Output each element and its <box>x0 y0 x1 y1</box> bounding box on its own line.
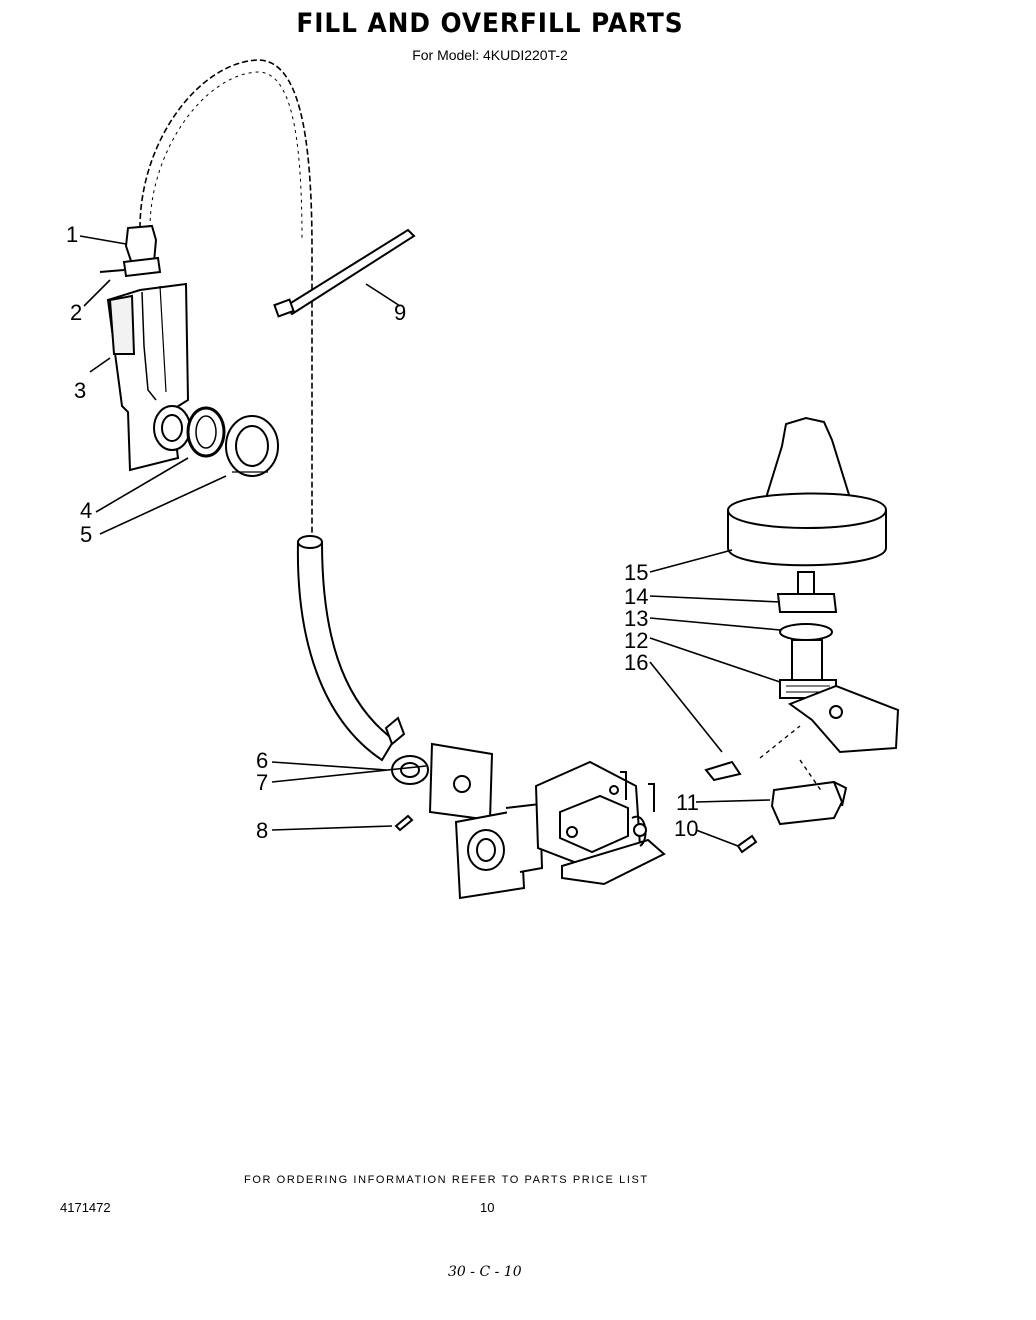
callout-12: 12 <box>624 628 648 653</box>
ordering-note: FOR ORDERING INFORMATION REFER TO PARTS … <box>244 1174 649 1186</box>
fill-tube-upper <box>139 59 313 540</box>
callout-8: 8 <box>256 818 268 843</box>
solenoid-terminals <box>620 771 655 812</box>
valve-screw <box>394 814 414 832</box>
fill-hose-lower <box>296 535 396 762</box>
hose-clamp-valve <box>384 716 406 746</box>
tie-strap <box>273 228 416 318</box>
callout-5: 5 <box>80 522 92 547</box>
water-valve-assembly <box>384 716 666 900</box>
overfill-switch <box>736 759 848 854</box>
callout-2: 2 <box>70 300 82 325</box>
callout-3: 3 <box>74 378 86 403</box>
float-cone <box>764 416 852 499</box>
page-title: FILL AND OVERFILL PARTS <box>296 8 684 39</box>
callout-16: 16 <box>624 650 648 675</box>
float-washer <box>779 623 833 641</box>
callout-labels: 1 2 3 4 5 6 7 8 9 10 11 12 13 14 15 16 <box>66 222 699 843</box>
float-base <box>727 492 887 567</box>
overfill-float-assembly <box>704 416 900 782</box>
document-number: 4171472 <box>60 1200 111 1215</box>
hose-clamp <box>122 256 162 278</box>
handwritten-mark: 30 - C - 10 <box>448 1264 522 1280</box>
model-subtitle: For Model: 4KUDI220T-2 <box>412 47 568 63</box>
switch-screw <box>736 834 758 854</box>
float-nut <box>776 593 838 613</box>
fill-funnel-assembly <box>99 224 279 477</box>
callout-9: 9 <box>394 300 406 325</box>
callout-1: 1 <box>66 222 78 247</box>
callout-10: 10 <box>674 816 698 841</box>
leader-lines <box>79 235 781 847</box>
callout-11: 11 <box>676 790 699 815</box>
callout-14: 14 <box>624 584 648 609</box>
actuator-lever <box>704 760 742 782</box>
callout-4: 4 <box>80 498 92 523</box>
callout-7: 7 <box>256 770 268 795</box>
callout-6: 6 <box>256 748 268 773</box>
page-number: 10 <box>480 1200 495 1215</box>
float-shaft <box>791 639 823 681</box>
callout-13: 13 <box>624 606 648 631</box>
valve-mount-bracket <box>561 838 666 886</box>
switch-bracket <box>787 684 900 754</box>
callout-15: 15 <box>624 560 648 585</box>
